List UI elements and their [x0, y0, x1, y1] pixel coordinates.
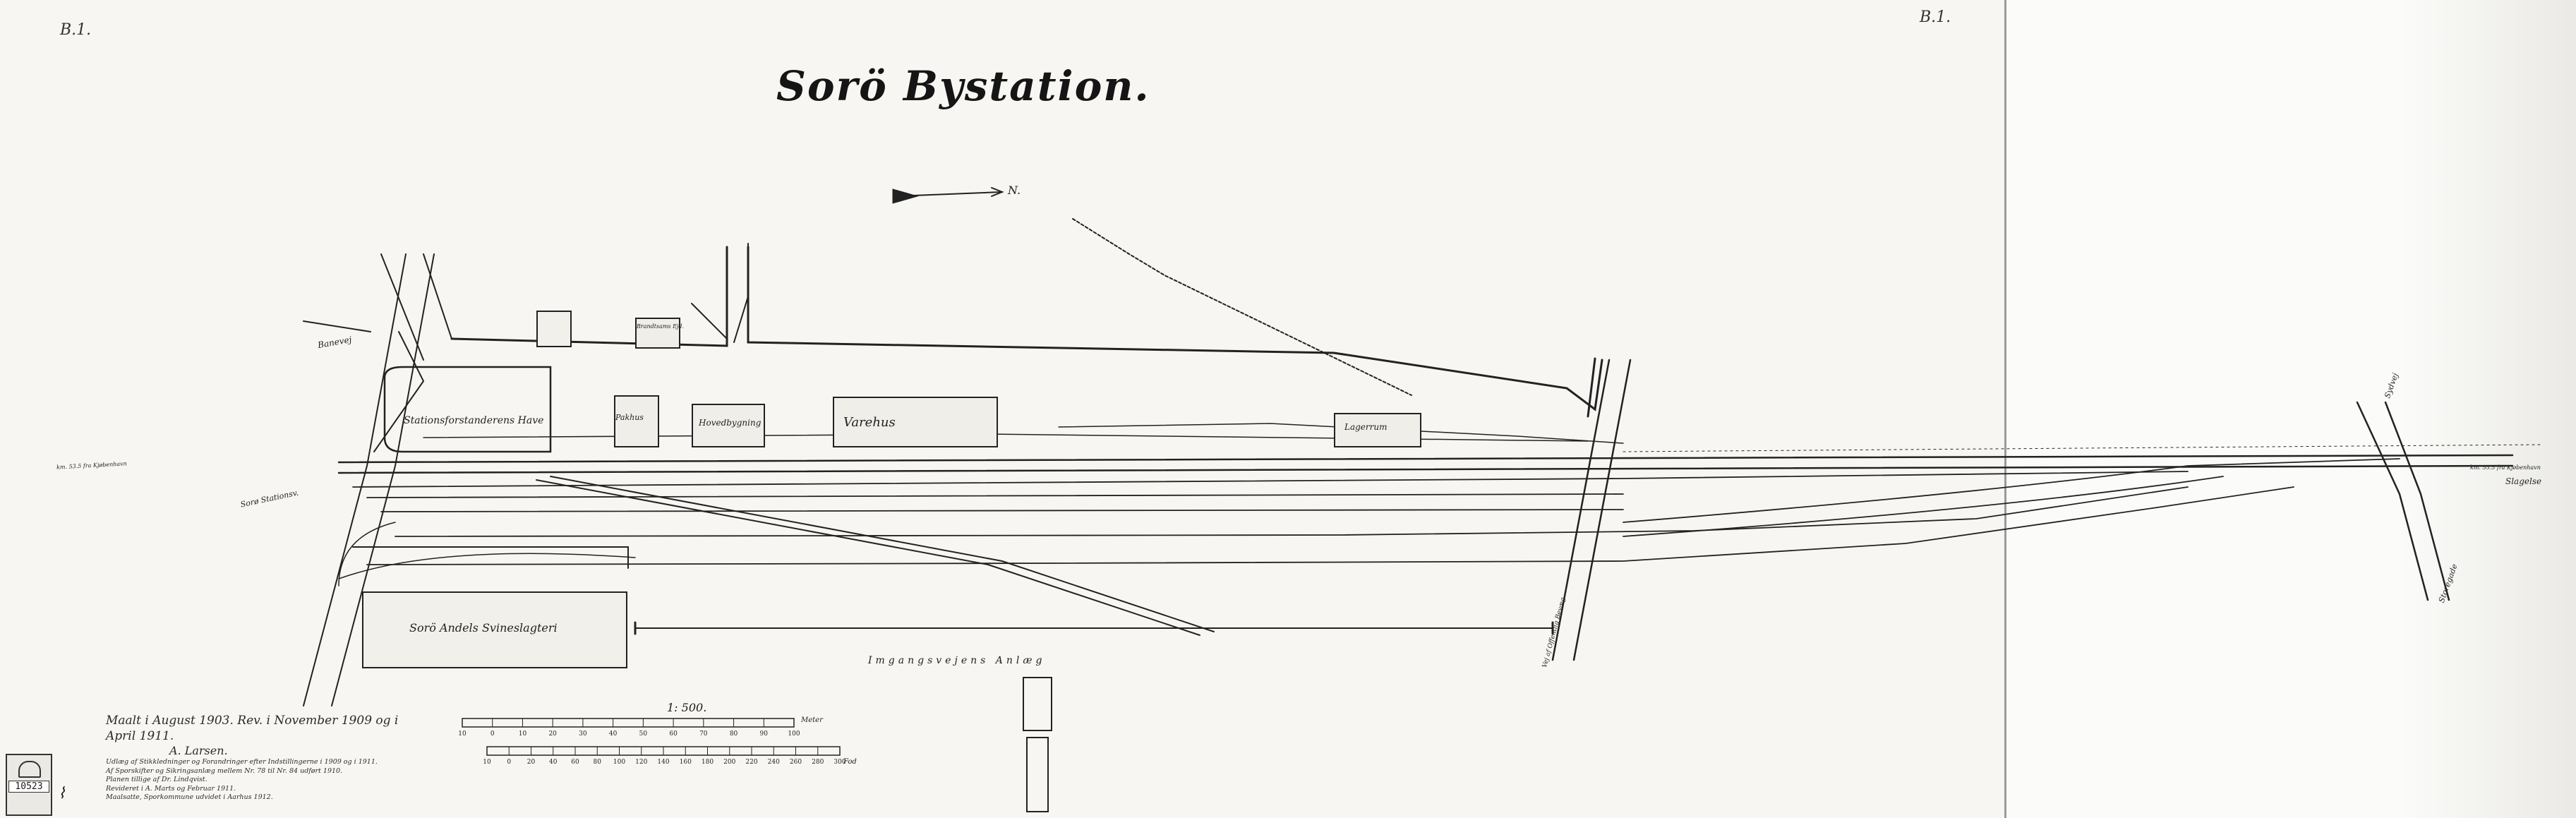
scale-foot-tick-label: 220: [745, 759, 757, 766]
building-hovedbygning: [692, 404, 765, 447]
scale-foot-tick-label: 20: [527, 759, 536, 766]
scale-foot-tick-label: 200: [723, 759, 735, 766]
main-track-1: [337, 454, 2514, 464]
scale-meter-tick-label: 70: [699, 730, 708, 738]
notes-heading: Maalt i August 1903. Rev. i November 190…: [106, 714, 399, 743]
scale-foot-tick-label: 240: [768, 759, 780, 766]
sheet-stain: [2400, 0, 2576, 818]
label-slagelse: Slagelse: [2505, 476, 2542, 486]
curve-right-b: [1623, 476, 2224, 537]
scale-foot-tick-label: 60: [571, 759, 579, 766]
archive-stamp: 10523: [6, 754, 52, 816]
scale-foot-tick-label: 80: [594, 759, 602, 766]
label-hovedbygning: Hovedbygning: [699, 418, 762, 428]
crown-icon: [18, 761, 41, 778]
building-svinelagteri: [362, 591, 627, 668]
label-anlaeg: Imgangsvejens Anlæg: [868, 655, 1046, 666]
scale-bar-meters: [462, 718, 795, 728]
sheet-number-left: B.1.: [60, 21, 92, 39]
label-kilometer-right: km. 55.5 fra Kjøbenhavn: [2470, 464, 2541, 471]
scale-unit-top: Meter: [801, 716, 823, 724]
survey-notes: Maalt i August 1903. Rev. i November 190…: [106, 713, 416, 802]
scale-meter-tick-label: 30: [579, 730, 587, 738]
scale-meter-tick-label: 80: [730, 730, 738, 738]
scale-meter-tick-label: 0: [490, 730, 495, 738]
station-garden-fence: [383, 366, 552, 453]
scale-meter-tick-label: 50: [639, 730, 648, 738]
building-bombom: [635, 318, 680, 349]
scale-foot-tick-label: 300: [833, 759, 845, 766]
building-small-top: [536, 311, 572, 347]
diagonal-track-a: [536, 479, 1200, 636]
notes-line: Maalsatte, Sporkommune udvidet i Aarhus …: [106, 793, 273, 801]
building-varehus: [833, 397, 998, 447]
right-road-a: [2356, 401, 2429, 601]
curve-right-a: [1623, 458, 2400, 523]
scale-foot-tick-label: 280: [812, 759, 824, 766]
scale-meter-tick-label: 60: [669, 730, 678, 738]
scale-foot-tick-label: 100: [613, 759, 625, 766]
notes-line: Planen tillige af Dr. Lindqvist.: [106, 776, 207, 783]
track-5: [380, 509, 1624, 512]
scale-foot-tick-label: 0: [507, 759, 511, 766]
track-4: [366, 493, 1624, 498]
building-pakhus: [614, 395, 659, 447]
label-stationsforstander-have: Stationsforstanderens Have: [404, 415, 544, 426]
scale-foot-tick-label: 180: [702, 759, 714, 766]
small-building-1: [1023, 677, 1052, 731]
right-road-b: [2384, 401, 2450, 601]
diagonal-track-b: [550, 476, 1215, 632]
archive-number: 10523: [8, 781, 49, 793]
notes-line: Revideret i A. Marts og Februar 1911.: [106, 784, 236, 793]
wall-corner: [1587, 357, 1596, 418]
scale-unit-bottom: Fod: [843, 758, 857, 766]
adjoining-sheet: [2004, 0, 2576, 818]
scale-meter-tick-label: 10: [519, 730, 527, 738]
scale-meter-tick-label: 100: [788, 730, 800, 738]
sheet-number-right: B.1.: [1920, 8, 1951, 26]
scale-title: 1: 500.: [667, 701, 707, 714]
crossing-road-left: [1551, 359, 1611, 661]
signature: ⌇: [58, 785, 66, 802]
scale-foot-tick-label: 140: [657, 759, 669, 766]
notes-line: Udlæg af Stikkledninger og Forandringer …: [106, 758, 378, 766]
scale-foot-tick-label: 260: [790, 759, 802, 766]
notes-line: Af Sporskifter og Sikringsanlæg mellem N…: [106, 766, 343, 775]
track-3: [352, 471, 2189, 488]
scale-foot-tick-label: 40: [549, 759, 558, 766]
label-pakhus: Pakhus: [615, 413, 644, 422]
main-track-2: [337, 464, 2514, 474]
scale-foot-tick-label: 120: [635, 759, 647, 766]
track-7: [366, 486, 2294, 565]
label-bombom: Brandtsams Ejd.: [637, 323, 685, 330]
road-branch: [303, 320, 425, 452]
scale-foot-tick-label: 160: [680, 759, 692, 766]
label-varehus: Varehus: [843, 415, 896, 430]
crossing-road-right: [1572, 359, 1632, 661]
scale-meter-tick-label: 40: [609, 730, 618, 738]
map-title: Sorö Bystation.: [776, 62, 1150, 110]
lower-loop: [338, 553, 636, 579]
road-left-edge: [303, 253, 407, 706]
scale-meter-tick-label: 20: [548, 730, 557, 738]
boundary-wall-top: [450, 246, 1603, 411]
label-svinelagteri: Sorö Andels Svineslagteri: [409, 621, 558, 634]
scale-meter-tick-label: 90: [760, 730, 769, 738]
building-lagerrum: [1334, 413, 1421, 447]
small-building-2: [1026, 737, 1049, 812]
road-right-edge: [331, 253, 435, 706]
north-arrow-label: N.: [1008, 184, 1021, 197]
scale-meter-tick-label: 10: [458, 730, 467, 738]
label-lagerrum: Lagerrum: [1344, 422, 1388, 432]
scale-foot-tick-label: 10: [483, 759, 491, 766]
notes-signature: A. Larsen.: [169, 744, 228, 757]
